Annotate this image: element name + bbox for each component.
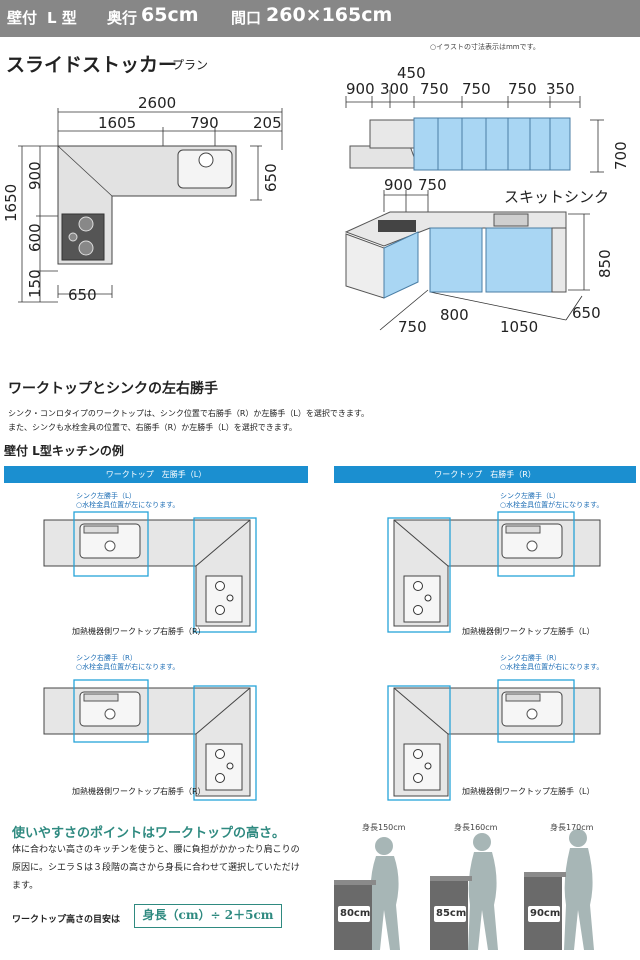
plan-top-seg-1: 1605	[98, 114, 137, 132]
elev-top-4: 750	[462, 80, 491, 98]
header-bar: 壁付 L 型 奥行 65cm 間口 260×165cm	[0, 0, 640, 37]
height-guide-label: ワークトップ高さの目安は	[12, 915, 121, 925]
height-body-2: 原因に。シエラＳは３段階の高さから身長に合わせて選択していただけ	[12, 863, 300, 873]
worktop-desc-1: シンク・コンロタイプのワークトップは、シンク位置で右勝手（R）か左勝手（L）を選…	[8, 409, 370, 418]
plan-top-total: 2600	[138, 94, 177, 112]
elev-bottom-1: 750	[398, 318, 427, 336]
fig-2-height: 身長160cm	[454, 823, 498, 832]
fig-2-counter: 85cm	[436, 908, 467, 919]
elev-bottom-2: 800	[440, 306, 469, 324]
panel-d-sink-label: シンク右勝手（R）	[500, 654, 561, 662]
plan-top-seg-2: 790	[190, 114, 219, 132]
header-shape: L 型	[47, 9, 77, 27]
height-formula-box: 身長（cm）÷ 2＋5cm	[134, 904, 282, 928]
plan-top-seg-3: 205	[253, 114, 282, 132]
elev-sink-label: スキットシンク	[504, 188, 610, 206]
header-depth-label: 奥行	[107, 9, 138, 27]
height-body-1: 体に合わない高さのキッチンを使うと、腰に負担がかかったり肩こりの	[12, 845, 300, 855]
panel-d-cooktop-label: 加熱機器側ワークトップ左勝手（L）	[462, 787, 595, 796]
plan-note: ○イラストの寸法表示はmmです。	[430, 43, 540, 51]
elev-bottom-3: 1050	[500, 318, 539, 336]
worktop-diagrams	[43, 511, 601, 801]
elev-top-6: 350	[546, 80, 575, 98]
plan-view-drawing	[18, 108, 283, 303]
worktop-heading: ワークトップとシンクの左右勝手	[8, 381, 218, 397]
header-type: 壁付	[7, 9, 38, 27]
panel-b-cooktop-label: 加熱機器側ワークトップ左勝手（L）	[462, 627, 595, 636]
header-width-label: 間口	[231, 9, 262, 27]
elev-mid-2: 750	[418, 176, 447, 194]
elev-top-3: 750	[420, 80, 449, 98]
fig-1-counter: 80cm	[340, 908, 371, 919]
fig-1-height: 身長150cm	[362, 823, 406, 832]
panel-a-cooktop-label: 加熱機器側ワークトップ右勝手（R）	[72, 627, 206, 636]
plan-title-suffix: プラン	[172, 58, 209, 72]
header-depth-value: 65cm	[141, 4, 199, 26]
worktop-example-title: 壁付 L型キッチンの例	[4, 444, 124, 458]
panel-a-sink-note: ○水栓金具位置が左になります。	[76, 501, 180, 509]
panel-d-sink-note: ○水栓金具位置が右になります。	[500, 663, 604, 671]
panel-c-sink-note: ○水栓金具位置が右になります。	[76, 663, 180, 671]
panel-c-cooktop-label: 加熱機器側ワークトップ右勝手（R）	[72, 787, 206, 796]
panel-c-sink-label: シンク右勝手（R）	[76, 654, 137, 662]
plan-title: スライドストッカー	[6, 54, 178, 76]
worktop-left-bar: ワークトップ 左勝手（L）	[4, 466, 308, 483]
worktop-right-bar: ワークトップ 右勝手（R）	[334, 466, 636, 483]
header-width-value: 260×165cm	[266, 4, 393, 26]
elevation-drawing	[344, 90, 604, 331]
elev-mid-1: 900	[384, 176, 413, 194]
elev-top-2: 300	[380, 80, 409, 98]
panel-a-sink-label: シンク左勝手（L）	[76, 492, 136, 500]
height-title: 使いやすさのポイントはワークトップの高さ。	[12, 826, 286, 841]
fig-3-height: 身長170cm	[550, 823, 594, 832]
panel-b-sink-note: ○水栓金具位置が左になります。	[500, 501, 604, 509]
panel-b-sink-label: シンク左勝手（L）	[500, 492, 560, 500]
elev-top-5: 750	[508, 80, 537, 98]
worktop-desc-2: また、シンクも水栓金具の位置で、右勝手（R）か左勝手（L）を選択できます。	[8, 423, 297, 432]
fig-3-counter: 90cm	[530, 908, 561, 919]
height-body-3: ます。	[12, 881, 39, 891]
elev-top-a: 450	[397, 64, 426, 82]
elev-depth: 650	[572, 304, 601, 322]
elev-top-1: 900	[346, 80, 375, 98]
plan-bottom-width: 650	[68, 286, 97, 304]
